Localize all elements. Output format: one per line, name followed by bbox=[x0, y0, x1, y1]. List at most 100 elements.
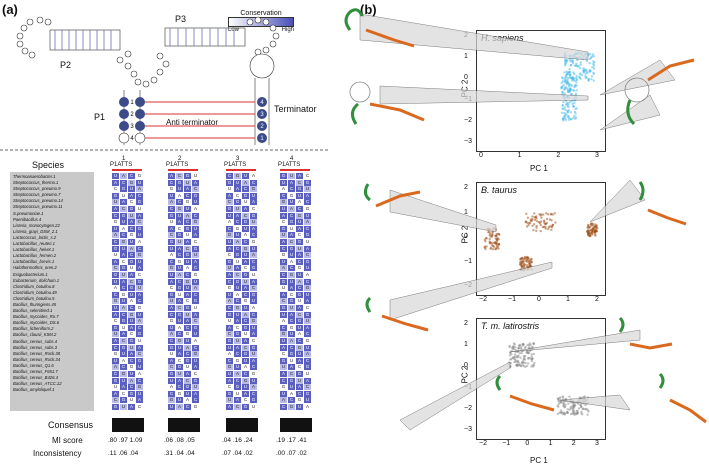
alignment-cell: A bbox=[296, 357, 303, 364]
alignment-cell: A bbox=[304, 192, 311, 199]
scatter-point bbox=[529, 343, 532, 346]
alignment-cell: A bbox=[184, 371, 191, 377]
alignment-cell: U bbox=[288, 278, 295, 285]
alignment-cell: C bbox=[296, 206, 303, 212]
alignment-cell: U bbox=[280, 364, 287, 371]
scatter-point bbox=[561, 395, 564, 398]
alignment-cell: U bbox=[168, 404, 175, 410]
alignment-cell: C bbox=[184, 245, 191, 252]
scatter-point bbox=[580, 405, 583, 408]
alignment-cell: U bbox=[176, 212, 183, 219]
alignment-cell: G bbox=[168, 344, 175, 351]
alignment-cell: A bbox=[304, 245, 311, 252]
alignment-cell: A bbox=[176, 377, 183, 384]
alignment-cell: A bbox=[304, 219, 311, 226]
alignment-cell: G bbox=[296, 265, 303, 272]
alignment-cell: G bbox=[112, 377, 119, 384]
alignment-cell: G bbox=[234, 331, 241, 338]
alignment-cell: G bbox=[176, 311, 183, 318]
alignment-cell: U bbox=[280, 179, 287, 186]
alignment-cell: A bbox=[226, 404, 233, 410]
alignment-cell: A bbox=[234, 239, 241, 245]
consensus-label: Consensus bbox=[48, 420, 94, 430]
alignment-cell: G bbox=[288, 298, 295, 305]
alignment-cell: U bbox=[128, 212, 135, 219]
alignment-cell: G bbox=[176, 179, 183, 186]
plot-title: B. taurus bbox=[481, 185, 518, 195]
alignment-cell: G bbox=[176, 364, 183, 371]
alignment-cell: G bbox=[234, 357, 241, 364]
alignment-cell: A bbox=[226, 298, 233, 305]
scatter-point bbox=[580, 73, 584, 77]
alignment-cell: A bbox=[192, 311, 199, 318]
scatter-point bbox=[540, 216, 543, 219]
x-tick-label: 0 bbox=[537, 296, 541, 303]
alignment-cell: A bbox=[168, 305, 175, 311]
alignment-cell: C bbox=[168, 285, 175, 292]
alignment-cell: A bbox=[176, 298, 183, 305]
alignment-cell: U bbox=[120, 245, 127, 252]
alignment-cell: A bbox=[226, 245, 233, 252]
scatter-point bbox=[572, 116, 575, 120]
scatter-point bbox=[533, 218, 537, 222]
scatter-point bbox=[558, 411, 561, 414]
scatter-point bbox=[544, 225, 547, 229]
y-tick-label: 0 bbox=[464, 233, 468, 240]
alignment-cell: A bbox=[250, 252, 257, 259]
inconsistency-1: .11 .06 .04 bbox=[108, 450, 139, 457]
scatter-point bbox=[593, 61, 596, 64]
alignment-cell: G bbox=[192, 377, 199, 384]
scatter-point bbox=[539, 223, 542, 227]
scatter-point bbox=[570, 76, 574, 79]
alignment-cell: A bbox=[136, 186, 143, 193]
alignment-cell: A bbox=[304, 298, 311, 305]
alignment-cell: G bbox=[242, 298, 249, 305]
scatter-point bbox=[567, 114, 570, 118]
alignment-cell: U bbox=[250, 324, 257, 331]
alignment-cell: U bbox=[112, 173, 119, 179]
column-underline bbox=[280, 169, 310, 171]
alignment-cell: C bbox=[176, 357, 183, 364]
svg-text:1: 1 bbox=[260, 136, 264, 142]
alignment-cell: C bbox=[242, 239, 249, 245]
alignment-cell: C bbox=[242, 212, 249, 219]
species-name: Halothermothrix_oren.2 bbox=[13, 265, 57, 271]
alignment-cell: C bbox=[184, 219, 191, 226]
alignment-cell: G bbox=[192, 351, 199, 358]
alignment-cell: C bbox=[176, 384, 183, 391]
alignment-cell: C bbox=[304, 305, 311, 311]
scatter-point bbox=[574, 92, 578, 96]
alignment-cell: G bbox=[136, 305, 143, 311]
alignment-cell: G bbox=[120, 212, 127, 219]
alignment-cell: A bbox=[176, 351, 183, 358]
scatter-point bbox=[568, 68, 571, 71]
alignment-cell: G bbox=[192, 245, 199, 252]
alignment-cell: A bbox=[242, 338, 249, 344]
scatter-point bbox=[530, 353, 533, 356]
alignment-cell: U bbox=[136, 285, 143, 292]
mi-score-3: .04 .16 .24 bbox=[222, 437, 253, 444]
alignment-cell: C bbox=[242, 397, 249, 404]
alignment-cell: A bbox=[136, 344, 143, 351]
alignment-cell: G bbox=[128, 311, 135, 318]
alignment-cell: G bbox=[280, 278, 287, 285]
alignment-cell: C bbox=[288, 265, 295, 272]
scatter-point bbox=[520, 362, 523, 365]
alignment-cell: A bbox=[184, 265, 191, 272]
alignment-cell: C bbox=[136, 298, 143, 305]
scatter-point bbox=[532, 364, 536, 367]
alignment-cell: A bbox=[280, 397, 287, 404]
scatter-point bbox=[535, 215, 538, 218]
alignment-cell: C bbox=[136, 219, 143, 226]
alignment-cell: G bbox=[168, 239, 175, 245]
species-name: Eubacterium_dolichum.1 bbox=[13, 277, 60, 283]
alignment-cell: U bbox=[120, 219, 127, 226]
scatter-point bbox=[548, 218, 552, 221]
column-number: 4 bbox=[290, 156, 294, 162]
alignment-cell: G bbox=[304, 258, 311, 265]
alignment-cell: C bbox=[288, 291, 295, 298]
alignment-cell: G bbox=[304, 206, 311, 212]
scatter-point bbox=[563, 114, 566, 118]
alignment-cell: G bbox=[112, 351, 119, 358]
